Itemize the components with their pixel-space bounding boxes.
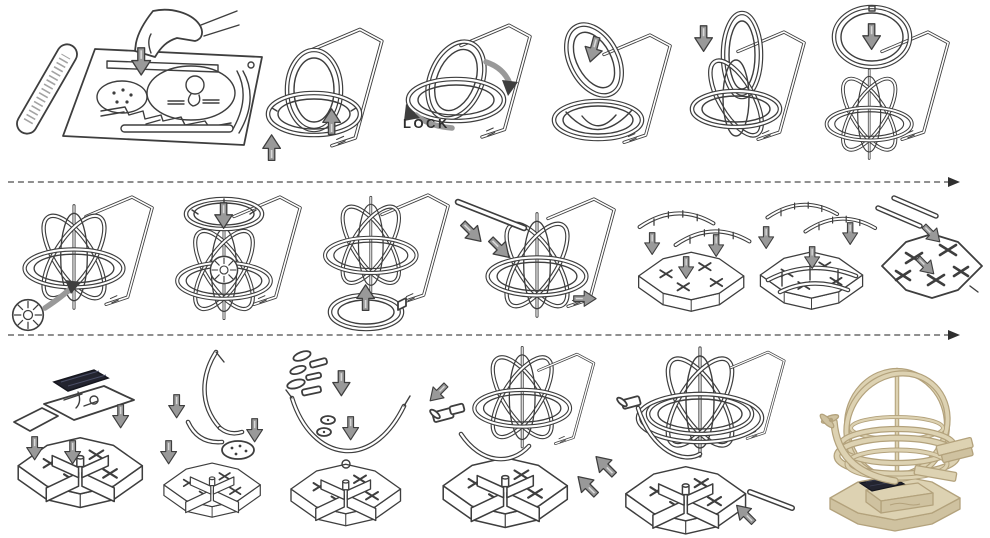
push-up-arrow-icon [262,134,282,162]
curved-support-arm-icon [458,431,532,462]
rib-panel-icon [765,200,840,220]
lock-label: LOCK [403,116,450,131]
hinged-ring-icon [563,22,625,98]
push-arrow-icon [571,469,604,502]
insert-arrow-icon [455,216,488,249]
insert-down-arrow-icon [708,234,725,258]
step-add-hinged-ring [551,22,672,144]
gear-disc-icon [11,298,45,332]
motor-mount-icon [616,395,642,410]
insert-down-arrow-icon [758,226,775,250]
photo-side-plates [913,436,974,482]
hanger-arm-icon [185,349,245,445]
vertical-ring-icon [720,10,764,100]
step-completed-model [616,342,795,538]
rib-panel-icon [640,211,714,227]
photo-arm [819,413,899,485]
stand-arm-icon [546,197,616,308]
sphere-partial-icon [689,58,783,138]
gear-disc-icon [209,255,239,285]
rotation-arrow-icon [483,59,518,96]
flow-arrow-separator [8,181,950,183]
step-add-more-base-ribs [758,200,878,311]
step-mount-solar-panel [13,369,156,536]
step-insert-gear-disc [11,195,154,332]
ribbed-base-icon [164,463,260,517]
curved-insert-arrow-icon [42,280,81,311]
pin-rod-icon [875,195,939,229]
solar-panel-icon [52,369,110,409]
step-attach-linkage-parts [285,350,411,536]
insert-down-arrow-icon [862,23,882,51]
punch-sheet-icon [62,48,263,146]
ring-assembly-icon [265,47,363,138]
insert-down-arrow-icon [332,370,351,397]
photo-base [829,474,961,532]
insert-down-arrow-icon [112,404,130,429]
perforated-disc-icon [221,440,255,460]
ribbed-base-icon [291,464,401,526]
insert-down-arrow-icon [160,440,178,465]
flow-arrow-separator [8,334,950,336]
curved-support-arm-icon [635,405,703,460]
ribbed-base-icon [626,467,746,534]
pin-stick-icon [747,489,795,511]
finished-product-photo [819,367,974,532]
sphere-assembly-icon [25,206,124,309]
insert-down-arrow-icon [168,394,186,419]
rotation-arrow-icon [404,104,455,131]
sphere-assembly-icon [325,197,417,292]
axle-rod-icon [454,198,528,232]
bowl-rings-icon [551,98,645,142]
insert-down-arrow-icon [342,416,360,441]
hand-icon [134,8,240,58]
step-add-top-ring [824,4,950,161]
washer-icon [316,415,336,437]
step-assemble-base-ribs [630,198,756,313]
step-base-top-plate [875,195,983,299]
outer-ring-icon [635,391,765,445]
step-attach-hanger-arms [160,349,264,536]
step-insert-axle-rod [454,197,616,336]
step-lock-rings [404,23,532,139]
flow-arrowhead-icon [948,177,960,187]
insert-down-arrow-icon [644,232,661,256]
top-ring-icon [831,4,913,70]
sphere-assembly-icon [488,214,587,317]
insert-down-arrow-icon [580,34,607,65]
rib-panel-icon [803,214,878,234]
octagon-base-icon [637,251,745,313]
insert-down-arrow-icon [842,222,859,246]
cover-plate-icon [13,385,135,432]
step-add-vertical-ring [689,10,806,141]
step-mount-inner-rings [262,27,384,162]
installed-rib-icon [765,263,859,295]
linkage-parts-icon [286,350,328,397]
step-punch-out-parts [16,8,263,146]
rib-panel-icon [676,229,750,245]
motor-mount-icon [429,402,466,423]
curved-support-arm-icon [285,389,411,469]
insert-down-arrow-icon [694,25,714,53]
insert-arrow-icon [423,378,453,407]
step-add-top-horizontal-ring [162,195,302,336]
insert-down-arrow-icon [246,418,264,443]
flow-arrowhead-icon [948,330,960,340]
ring-assembly-icon [405,39,507,124]
sphere-assembly-icon [824,68,914,161]
sanding-stick-icon [16,43,78,135]
step-mount-sphere-on-base [423,342,622,536]
ribbed-base-icon [443,458,567,528]
step-attach-bottom-ring [308,193,450,332]
